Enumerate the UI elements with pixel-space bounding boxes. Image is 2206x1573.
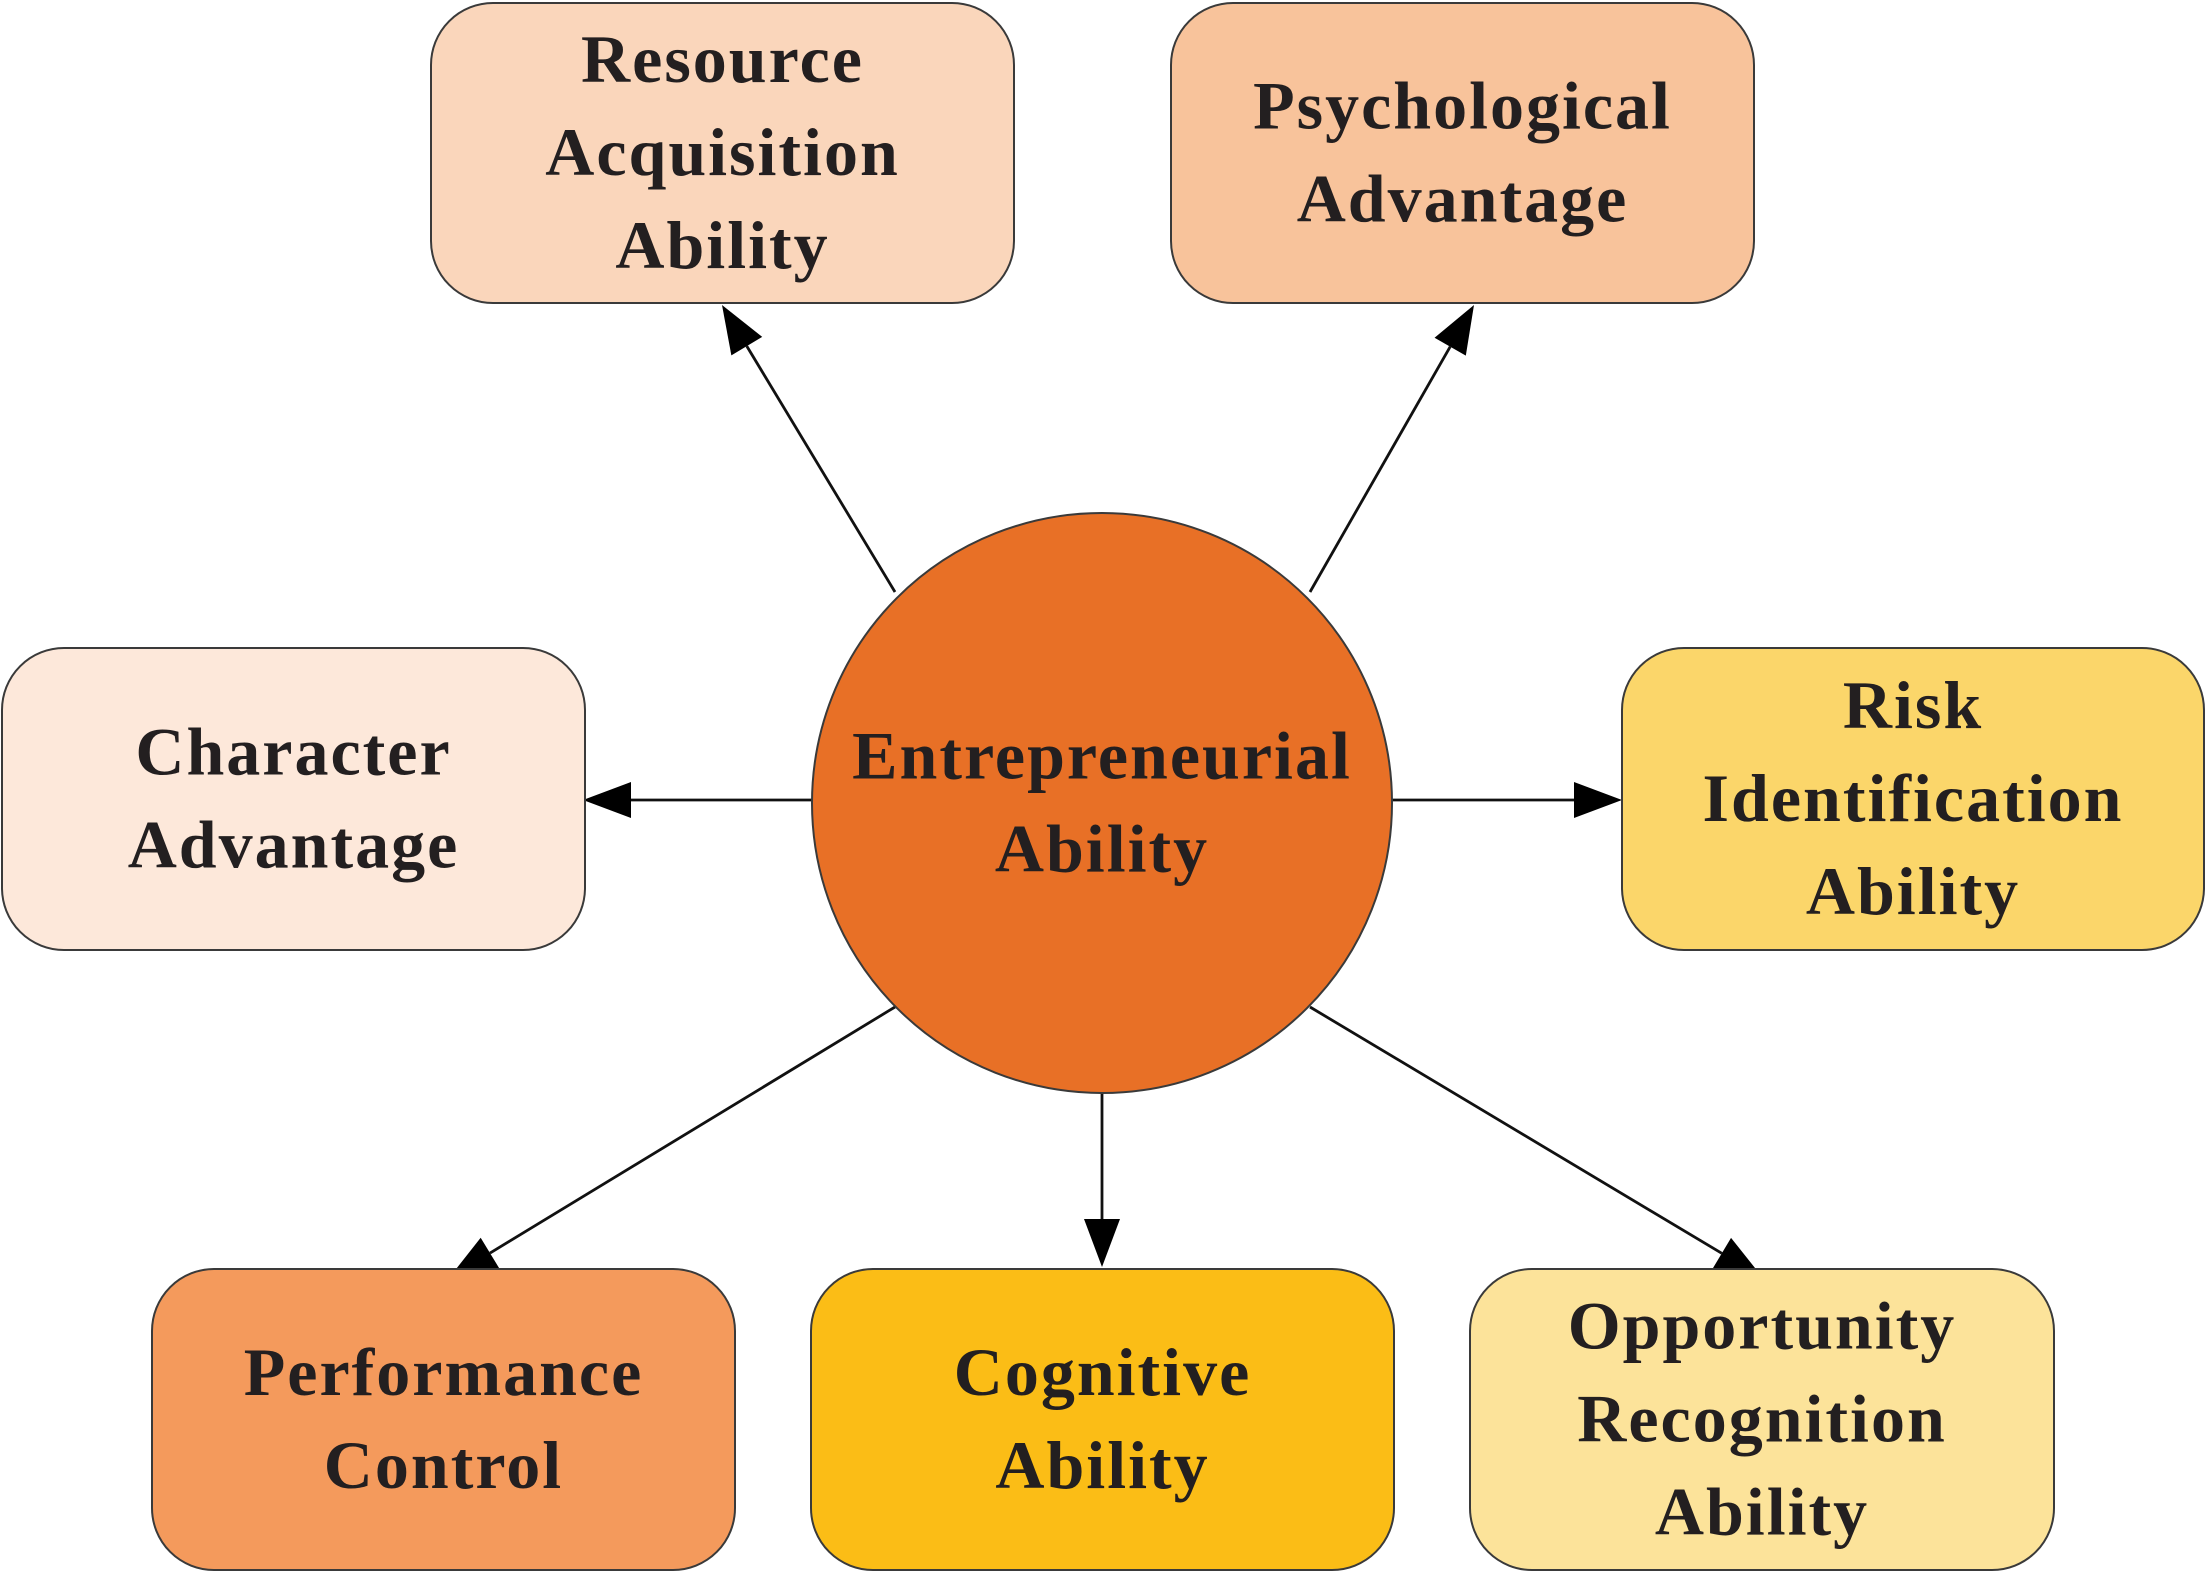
- risk-identification-ability-arrow: [1392, 782, 1622, 818]
- performance-control-arrow-line: [489, 1005, 896, 1255]
- psychological-advantage-label-line: Advantage: [1297, 161, 1629, 237]
- psychological-advantage-label-line: Psychological: [1253, 68, 1672, 144]
- risk-identification-ability-label-line: Identification: [1703, 760, 2124, 836]
- risk-identification-ability-arrowhead: [1574, 782, 1622, 818]
- opportunity-recognition-ability-box: [1469, 1268, 2055, 1571]
- resource-acquisition-ability-label-line: Resource: [581, 21, 864, 97]
- risk-identification-ability-box: [1621, 647, 2205, 951]
- cognitive-ability-arrowhead: [1084, 1219, 1120, 1267]
- cognitive-ability-label-line: Ability: [995, 1427, 1209, 1503]
- opportunity-recognition-ability-label-line: Ability: [1655, 1474, 1869, 1550]
- entrepreneurial-ability-label-line: Entrepreneurial: [852, 718, 1352, 794]
- performance-control-label-line: Control: [324, 1427, 563, 1503]
- resource-acquisition-ability-arrow: [722, 305, 897, 593]
- resource-acquisition-ability-arrowhead: [722, 305, 763, 356]
- opportunity-recognition-ability-arrow: [1309, 1005, 1763, 1278]
- resource-acquisition-ability-label-line: Acquisition: [545, 114, 900, 190]
- psychological-advantage-arrow: [1308, 305, 1474, 593]
- cognitive-ability-box: [810, 1268, 1395, 1571]
- risk-identification-ability-label-line: Ability: [1806, 853, 2020, 929]
- entrepreneurial-ability-label-line: Ability: [995, 811, 1209, 887]
- performance-control-box: [151, 1268, 736, 1571]
- cognitive-ability-arrow: [1084, 1093, 1120, 1267]
- character-advantage-arrowhead: [583, 782, 631, 818]
- opportunity-recognition-ability-arrow-line: [1309, 1005, 1723, 1255]
- character-advantage-label-line: Advantage: [128, 807, 460, 883]
- opportunity-recognition-ability-label-line: Recognition: [1577, 1381, 1947, 1457]
- opportunity-recognition-ability-arrowhead: [1712, 1237, 1763, 1278]
- resource-acquisition-ability-box: [430, 2, 1015, 304]
- psychological-advantage-arrowhead: [1434, 305, 1474, 356]
- character-advantage-box: [1, 647, 586, 951]
- performance-control-arrow: [449, 1005, 896, 1278]
- resource-acquisition-ability-arrow-line: [745, 345, 897, 593]
- performance-control-arrowhead: [449, 1237, 500, 1278]
- character-advantage-arrow: [583, 782, 812, 818]
- psychological-advantage-arrow-line: [1308, 345, 1452, 593]
- performance-control-label-line: Performance: [244, 1334, 644, 1410]
- character-advantage-label-line: Character: [135, 714, 451, 790]
- resource-acquisition-ability-label-line: Ability: [615, 207, 829, 283]
- entrepreneurial-ability-circle: [811, 512, 1393, 1094]
- psychological-advantage-box: [1170, 2, 1755, 304]
- arrows-layer: [449, 305, 1763, 1278]
- opportunity-recognition-ability-label-line: Opportunity: [1568, 1288, 1957, 1364]
- risk-identification-ability-label-line: Risk: [1843, 667, 1983, 743]
- cognitive-ability-label-line: Cognitive: [954, 1334, 1252, 1410]
